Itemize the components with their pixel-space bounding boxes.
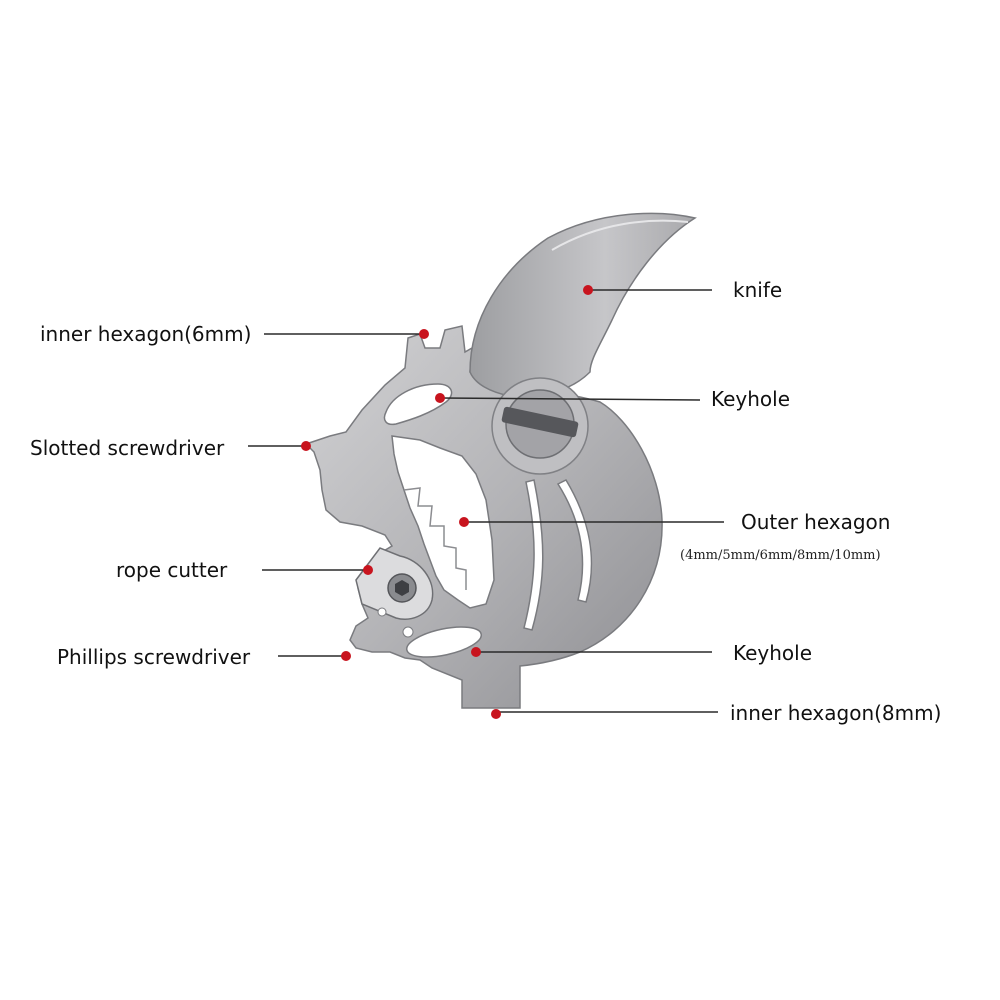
marker-outer-hexagon	[459, 517, 469, 527]
label-keyhole-bottom: Keyhole	[733, 641, 813, 665]
label-inner-hexagon-8mm: inner hexagon(8mm)	[730, 701, 942, 725]
label-phillips-screwdriver: Phillips screwdriver	[57, 645, 251, 669]
rope-cutter-screw-hex	[395, 580, 409, 596]
small-hole-1	[402, 626, 414, 638]
leader-keyhole-top	[439, 397, 701, 401]
label-outer-hexagon-sizes: (4mm/5mm/6mm/8mm/10mm)	[680, 548, 881, 563]
curved-slot-right	[556, 479, 593, 603]
marker-inner-hexagon-8mm	[491, 709, 501, 719]
pivot-screw-slot	[501, 406, 579, 438]
label-slotted-screwdriver: Slotted screwdriver	[30, 436, 225, 460]
marker-keyhole-bottom	[471, 647, 481, 657]
label-keyhole-top: Keyhole	[711, 387, 791, 411]
marker-keyhole-top	[435, 393, 445, 403]
label-outer-hexagon: Outer hexagon	[741, 510, 891, 534]
marker-rope-cutter	[363, 565, 373, 575]
knife-edge-highlight	[551, 219, 689, 251]
marker-knife	[583, 285, 593, 295]
marker-slotted-screwdriver	[301, 441, 311, 451]
keyhole-top-slot	[383, 383, 453, 426]
curved-slot-left	[523, 479, 544, 631]
small-hole-2	[377, 607, 387, 617]
label-inner-hexagon-6mm: inner hexagon(6mm)	[40, 322, 252, 346]
marker-phillips-screwdriver	[341, 651, 351, 661]
label-knife: knife	[733, 278, 783, 302]
marker-inner-hexagon-6mm	[419, 329, 429, 339]
keyhole-bottom-slot	[405, 626, 483, 658]
label-rope-cutter: rope cutter	[116, 558, 228, 582]
outer-hexagon-steps	[403, 487, 467, 590]
outer-hexagon-cutout	[391, 435, 495, 609]
